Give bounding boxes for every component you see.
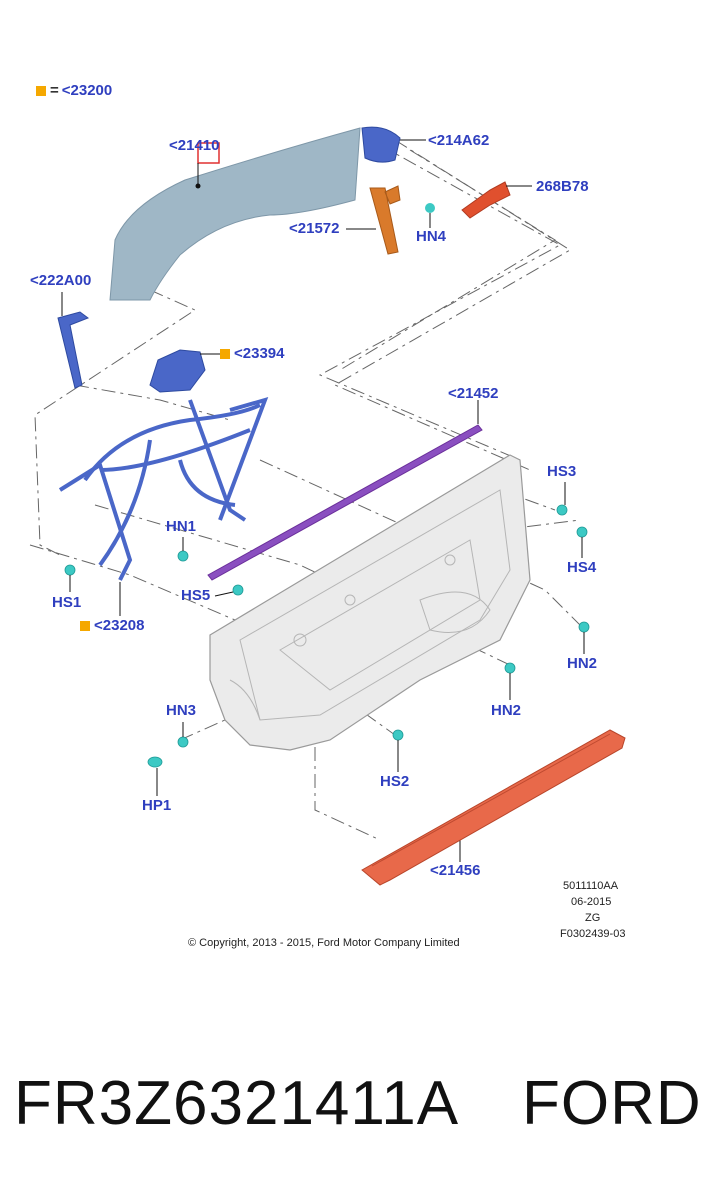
hs3-fastener xyxy=(556,504,568,516)
brand-name: FORD xyxy=(522,1069,702,1138)
hs1-fastener xyxy=(64,564,76,576)
callout-23208-text: <23208 xyxy=(94,617,145,634)
callout-hn1[interactable]: HN1 xyxy=(166,518,197,535)
mirror-bracket xyxy=(361,126,401,163)
door-panel-details xyxy=(229,489,511,721)
hn3-fastener xyxy=(177,736,189,748)
legend-marker xyxy=(36,85,46,96)
callout-23394[interactable]: <23394 xyxy=(220,346,284,361)
callout-21452[interactable]: <21452 xyxy=(448,385,499,402)
callout-hp1[interactable]: HP1 xyxy=(142,797,172,814)
callout-21456[interactable]: <21456 xyxy=(430,862,481,879)
illustration-id: F0302439-03 xyxy=(560,928,626,940)
callout-hs3[interactable]: HS3 xyxy=(547,463,577,480)
legend-equals: = xyxy=(50,82,59,99)
hn4-fastener xyxy=(425,203,435,213)
window-regulator xyxy=(58,396,269,581)
door-inner-panel xyxy=(209,454,531,751)
marker-23208 xyxy=(80,621,90,632)
callout-hn4[interactable]: HN4 xyxy=(416,228,447,245)
callout-214a62[interactable]: <214A62 xyxy=(428,132,490,149)
callout-hn2-right[interactable]: HN2 xyxy=(567,655,598,672)
door-glass xyxy=(109,127,361,301)
illustration-region: ZG xyxy=(585,912,601,924)
callout-hn3[interactable]: HN3 xyxy=(166,702,197,719)
footer: FR3Z6321411A FORD xyxy=(0,1068,708,1148)
belt-molding-strip xyxy=(207,424,483,581)
part-number: FR3Z6321411A xyxy=(14,1069,460,1138)
callout-hs1[interactable]: HS1 xyxy=(52,594,82,611)
callout-21410[interactable]: <21410 xyxy=(169,137,220,154)
hn2-fastener-a xyxy=(578,621,590,633)
hn2-fastener-b xyxy=(504,662,516,674)
window-motor xyxy=(149,349,206,393)
callout-hn2-lower[interactable]: HN2 xyxy=(491,702,522,719)
callout-hs4[interactable]: HS4 xyxy=(567,559,597,576)
callout-222a00[interactable]: <222A00 xyxy=(30,272,92,289)
illustration-code: 5011110AA xyxy=(563,880,619,892)
hp1-plug xyxy=(147,756,163,768)
sill-molding-strip xyxy=(361,729,626,886)
fasteners xyxy=(64,504,590,768)
hs4-fastener xyxy=(576,526,588,538)
callout-hs5[interactable]: HS5 xyxy=(181,587,211,604)
hs2-fastener xyxy=(392,729,404,741)
red-bracket xyxy=(461,181,511,219)
callout-hs2[interactable]: HS2 xyxy=(380,773,410,790)
hs5-fastener xyxy=(232,584,244,596)
marker-23394 xyxy=(220,349,230,360)
highlight-box xyxy=(197,142,220,164)
hn1-fastener xyxy=(177,550,189,562)
callout-21572[interactable]: <21572 xyxy=(289,220,340,237)
illustration-date: 06-2015 xyxy=(571,896,612,908)
legend: = <23200 xyxy=(36,82,112,99)
run-channel xyxy=(57,311,90,389)
callout-23208[interactable]: <23208 xyxy=(80,618,144,633)
legend-text: <23200 xyxy=(61,82,113,99)
orange-channel xyxy=(369,185,401,255)
callout-268b78[interactable]: 268B78 xyxy=(536,178,589,195)
copyright-notice: © Copyright, 2013 - 2015, Ford Motor Com… xyxy=(188,937,460,949)
exploded-parts-diagram xyxy=(29,126,626,886)
callout-23394-text: <23394 xyxy=(234,345,285,362)
